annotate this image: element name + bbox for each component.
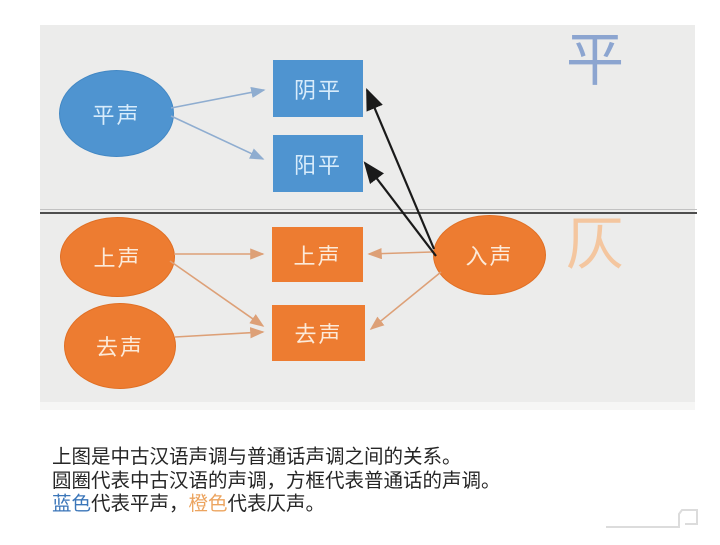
caption-after-blue: 代表平声， [91,494,189,515]
node-rusheng-ellipse: 入声 [433,215,546,295]
big-ping-character: 平 [566,28,625,93]
node-shangsheng-ellipse: 上声 [60,217,175,297]
node-qusheng-box: 去声 [272,305,365,361]
node-shangsheng-box: 上声 [272,227,363,282]
caption-blue-word: 蓝色 [52,494,92,515]
node-qusheng-ellipse: 去声 [64,303,176,389]
node-pingsheng-label: 平声 [92,102,141,128]
caption-line-3: 蓝色代表平声，橙色代表仄声。 [52,493,672,517]
node-yinping-label: 阴平 [293,77,342,103]
node-rusheng-label: 入声 [465,244,514,269]
caption: 上图是中古汉语声调与普通话声调之间的关系。 圆圈代表中古汉语的声调，方框代表普通… [52,446,672,517]
big-ze-character: 仄 [566,212,625,277]
node-shangsheng-label: 上声 [93,246,142,271]
node-qusheng-box-label: 去声 [294,322,343,347]
node-shangsheng-box-label: 上声 [293,243,342,269]
caption-line-1: 上图是中古汉语声调与普通话声调之间的关系。 [52,447,462,468]
node-yinping-box: 阴平 [273,60,363,117]
caption-orange-word: 橙色 [188,494,228,515]
node-yangping-box: 阳平 [273,135,363,192]
node-qusheng-label: 去声 [95,335,144,360]
caption-line-2: 圆圈代表中古汉语的声调，方框代表普通话的声调。 [52,470,501,492]
divider-line-light [40,209,697,210]
caption-after-orange: 代表仄声。 [227,494,326,515]
panel-bottom-strip [40,402,695,410]
node-yangping-label: 阳平 [293,152,342,178]
node-pingsheng-ellipse: 平声 [59,70,174,157]
